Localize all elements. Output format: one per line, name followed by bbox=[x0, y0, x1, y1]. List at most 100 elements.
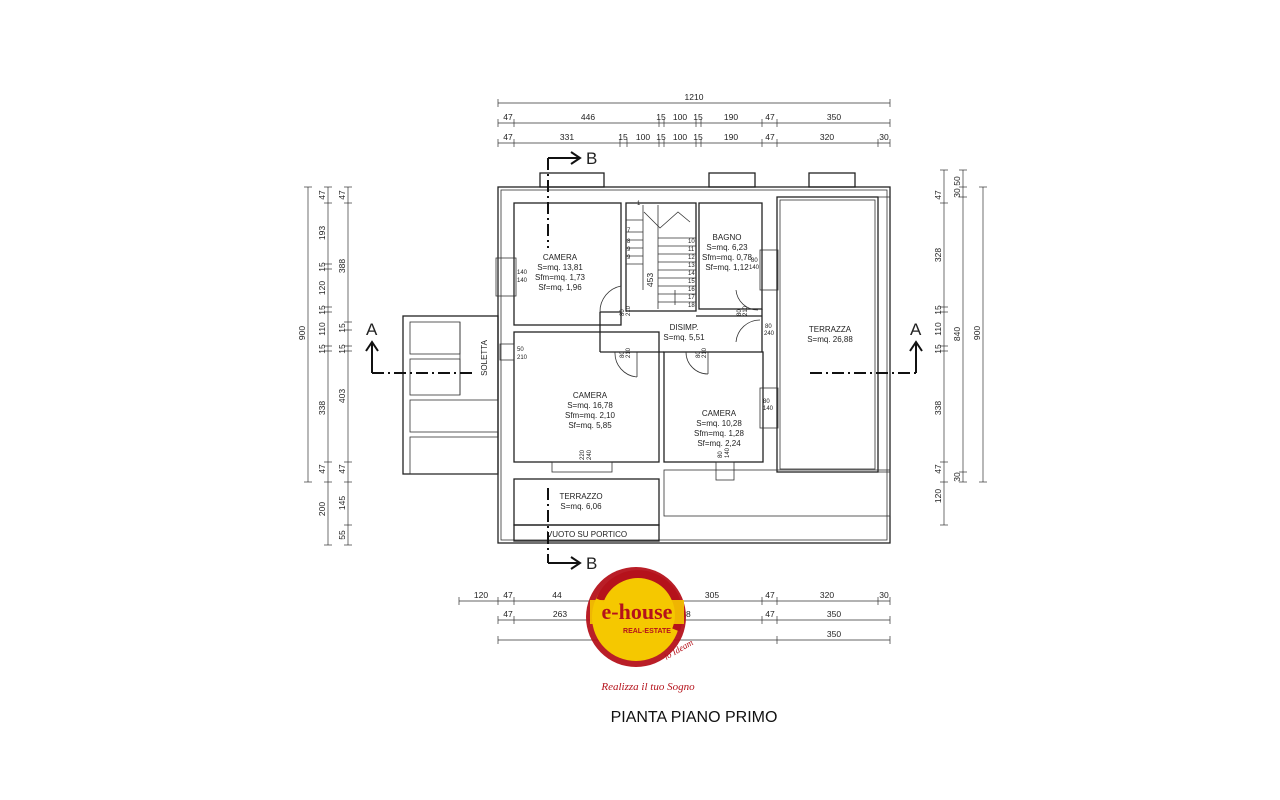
dim-top-r2-0: 47 bbox=[503, 132, 513, 142]
stair-step-15: 15 bbox=[688, 279, 695, 285]
camera3-sfm: Sfm=mq. 1,28 bbox=[694, 429, 745, 438]
camera1-sfm: Sfm=mq. 1,73 bbox=[535, 273, 586, 282]
w5-a: 80 bbox=[718, 451, 724, 458]
dim-left-i1: 193 bbox=[317, 226, 327, 240]
section-b-top: B bbox=[586, 149, 597, 168]
w4-b: 140 bbox=[763, 406, 774, 412]
dim-top-r2-10: 30 bbox=[879, 132, 889, 142]
camera1-sf: Sf=mq. 1,96 bbox=[538, 283, 582, 292]
camera1-name: CAMERA bbox=[543, 253, 578, 262]
dim-left-i9: 200 bbox=[317, 502, 327, 516]
camera3-name: CAMERA bbox=[702, 409, 737, 418]
dim-top-r2-3: 100 bbox=[636, 132, 650, 142]
left-dimensions: 900 47 193 15 120 15 110 15 338 47 200 4… bbox=[297, 186, 352, 546]
camera2-sfm: Sfm=mq. 2,10 bbox=[565, 411, 616, 420]
dim-bot-r1-4: 47 bbox=[765, 590, 775, 600]
bagno-sfm: Sfm=mq. 0,78 bbox=[702, 253, 753, 262]
dim-left-i5: 110 bbox=[317, 322, 327, 336]
dim-bot-r1-0: 120 bbox=[474, 590, 488, 600]
terrazza-s: S=mq. 26,88 bbox=[807, 335, 853, 344]
dim-bot-r1-5: 320 bbox=[820, 590, 834, 600]
dim-left-o6: 145 bbox=[337, 496, 347, 510]
w3-a: 80 bbox=[751, 258, 758, 264]
w5-b: 140 bbox=[725, 447, 731, 458]
bagno-sf: Sf=mq. 1,12 bbox=[705, 263, 749, 272]
w4-a: 80 bbox=[763, 399, 770, 405]
dim-left-i2: 15 bbox=[317, 262, 327, 272]
dim-top-r2-2: 15 bbox=[618, 132, 628, 142]
stair-step-9a: 9 bbox=[627, 247, 631, 253]
dim-left-i3: 120 bbox=[317, 281, 327, 295]
dim-top-r1-6: 47 bbox=[765, 112, 775, 122]
dim-top-r2-1: 331 bbox=[560, 132, 574, 142]
camera3-s: S=mq. 10,28 bbox=[696, 419, 742, 428]
right-dimensions: 47 328 15 110 15 338 47 120 50 30 840 30… bbox=[933, 169, 987, 526]
dim-bot-r2-3: 47 bbox=[765, 609, 775, 619]
dim-right-b2: 840 bbox=[952, 327, 962, 341]
logo-motto: Realizza il tuo Sogno bbox=[600, 681, 695, 693]
dim-left-o1: 388 bbox=[337, 259, 347, 273]
soletta-label: SOLETTA bbox=[480, 339, 489, 376]
dim-left-o5: 47 bbox=[337, 464, 347, 474]
dim-right-a4: 15 bbox=[933, 344, 943, 354]
dim-right-b3: 30 bbox=[952, 472, 962, 482]
stair-step-17: 17 bbox=[688, 295, 695, 301]
dim-left-total: 900 bbox=[297, 326, 307, 340]
dim-right-b0: 50 bbox=[952, 176, 962, 186]
camera1-s: S=mq. 13,81 bbox=[537, 263, 583, 272]
camera3-sf: Sf=mq. 2,24 bbox=[697, 439, 741, 448]
stair-step-16: 16 bbox=[688, 287, 695, 293]
logo-brand: e-house bbox=[602, 599, 673, 624]
d1-b: 210 bbox=[626, 305, 632, 316]
dim-top-r2-7: 190 bbox=[724, 132, 738, 142]
dim-right-a7: 120 bbox=[933, 489, 943, 503]
dim-left-o7: 55 bbox=[337, 530, 347, 540]
dim-left-o0: 47 bbox=[337, 190, 347, 200]
w1-b: 140 bbox=[517, 278, 528, 284]
dim-top-r1-5: 190 bbox=[724, 112, 738, 122]
dim-top-r2-8: 47 bbox=[765, 132, 775, 142]
dim-left-i4: 15 bbox=[317, 305, 327, 315]
d3-a: 80 bbox=[696, 351, 702, 358]
section-b-bottom: B bbox=[586, 554, 597, 573]
stair-step-11: 11 bbox=[688, 247, 695, 253]
d2-b: 210 bbox=[626, 347, 632, 358]
dim-top-r2-5: 100 bbox=[673, 132, 687, 142]
dim-top-r1-3: 100 bbox=[673, 112, 687, 122]
dim-right-b1: 30 bbox=[952, 188, 962, 198]
section-a-right: A bbox=[910, 320, 922, 339]
d5-b: 240 bbox=[764, 331, 775, 337]
stair-step-12: 12 bbox=[688, 255, 695, 261]
w2-b: 210 bbox=[517, 355, 528, 361]
dim-bot-r1-1: 47 bbox=[503, 590, 513, 600]
camera2-sf: Sf=mq. 5,85 bbox=[568, 421, 612, 430]
dim-top-total: 1210 bbox=[685, 92, 704, 102]
d5-a: 80 bbox=[765, 324, 772, 330]
disimp-name: DISIMP. bbox=[670, 323, 699, 332]
bagno-name: BAGNO bbox=[713, 233, 742, 242]
ehouse-logo: e-house REAL-ESTATE lo Ideam Realizza il… bbox=[586, 567, 695, 693]
dim-bot-r1-2: 44 bbox=[552, 590, 562, 600]
dim-bot-r2-4: 350 bbox=[827, 609, 841, 619]
stair-step-7: 7 bbox=[627, 228, 631, 234]
dim-bot-r1-3: 305 bbox=[705, 590, 719, 600]
dim-right-a1: 328 bbox=[933, 248, 943, 262]
dim-bot-r2-2: 38 bbox=[681, 609, 691, 619]
terrazzo-s: S=mq. 6,06 bbox=[560, 502, 602, 511]
dim-left-o4: 403 bbox=[337, 389, 347, 403]
dim-right-a0: 47 bbox=[933, 190, 943, 200]
d4-a: 80 bbox=[737, 309, 743, 316]
dim-top-r1-1: 446 bbox=[581, 112, 595, 122]
w3-b: 140 bbox=[749, 265, 760, 271]
camera2-s: S=mq. 16,78 bbox=[567, 401, 613, 410]
section-markers: B B A A bbox=[365, 149, 923, 573]
dim-top-r1-0: 47 bbox=[503, 112, 513, 122]
dim-left-i8: 47 bbox=[317, 464, 327, 474]
stair-step-10: 10 bbox=[688, 239, 695, 245]
stair-step-18: 18 bbox=[688, 303, 695, 309]
w2-a: 50 bbox=[517, 347, 524, 353]
building: 1 7 8 9 9 10 11 12 13 14 15 16 17 18 453 bbox=[402, 172, 891, 544]
d3-b: 210 bbox=[702, 347, 708, 358]
vuoto-label: VUOTO SU PORTICO bbox=[547, 530, 627, 539]
